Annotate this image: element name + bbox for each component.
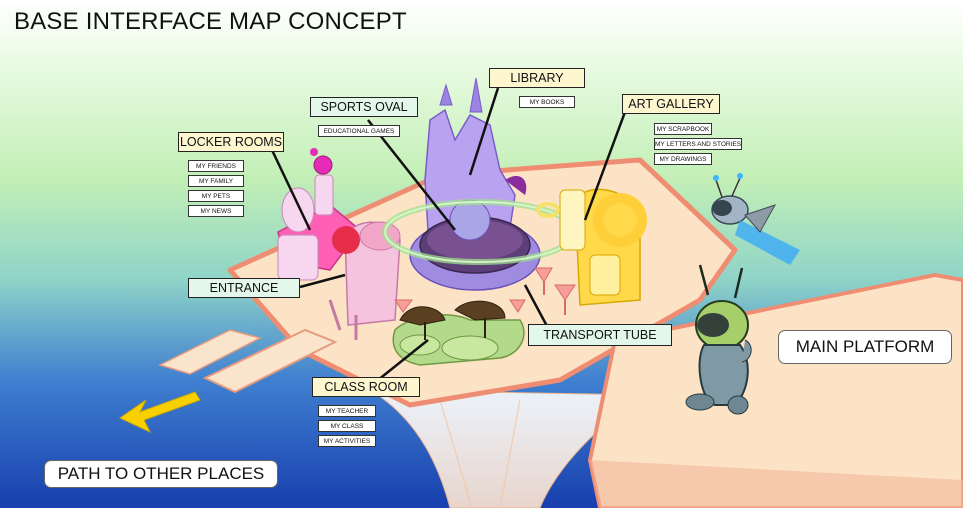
class-room-item[interactable]: MY ACTIVITIES [318,435,376,447]
class-room-item[interactable]: MY CLASS [318,420,376,432]
library-item[interactable]: MY BOOKS [519,96,575,108]
path-to-other-places-button[interactable]: PATH TO OTHER PLACES [44,460,278,488]
art-gallery-item[interactable]: MY SCRAPBOOK [654,123,712,135]
robot-fly-icon [711,173,800,265]
insect-character-icon [685,264,752,415]
locker-rooms-item[interactable]: MY PETS [188,190,244,202]
entrance-label[interactable]: ENTRANCE [188,278,300,298]
locker-rooms-item[interactable]: MY FAMILY [188,175,244,187]
transport-tube-label[interactable]: TRANSPORT TUBE [528,324,672,346]
sports-oval-item[interactable]: EDUCATIONAL GAMES [318,125,400,137]
page-title: BASE INTERFACE MAP CONCEPT [14,8,407,35]
art-gallery-label[interactable]: ART GALLERY [622,94,720,114]
art-gallery-item[interactable]: MY DRAWINGS [654,153,712,165]
path-bridge [202,328,338,394]
class-room-label[interactable]: CLASS ROOM [312,377,420,397]
sports-oval-label[interactable]: SPORTS OVAL [310,97,418,117]
main-platform-button[interactable]: MAIN PLATFORM [778,330,952,364]
locker-rooms-item[interactable]: MY NEWS [188,205,244,217]
yellow-arrow-icon [118,391,201,434]
locker-rooms-item[interactable]: MY FRIENDS [188,160,244,172]
class-room-item[interactable]: MY TEACHER [318,405,376,417]
library-label[interactable]: LIBRARY [489,68,585,88]
art-gallery-item[interactable]: MY LETTERS AND STORIES [654,138,742,150]
locker-rooms-label[interactable]: LOCKER ROOMS [178,132,284,152]
